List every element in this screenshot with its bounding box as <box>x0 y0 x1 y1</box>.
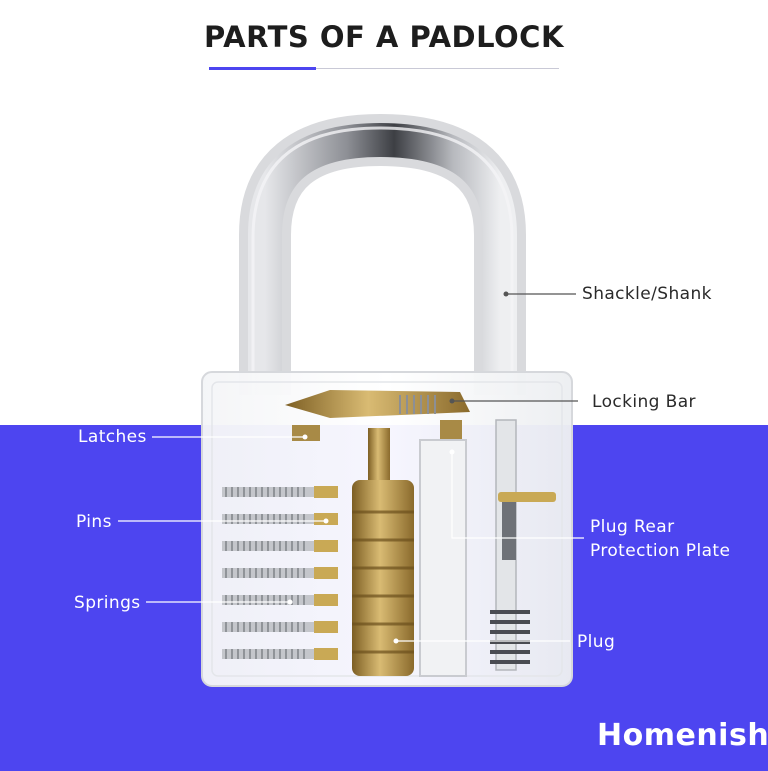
brand-logo: Homenish <box>597 718 768 753</box>
plug <box>352 428 414 676</box>
callout-lines <box>118 291 584 644</box>
label-locking-bar: Locking Bar <box>592 392 696 412</box>
side-mechanism <box>490 419 556 671</box>
page-title: PARTS OF A PADLOCK <box>204 20 564 54</box>
plug-rear-protection-plate <box>419 439 467 677</box>
pin-stacks <box>222 486 338 660</box>
locking-bar <box>285 390 470 418</box>
title-underline <box>209 68 559 69</box>
title-underline-accent <box>209 67 316 70</box>
spring-coils <box>225 487 305 659</box>
label-shackle: Shackle/Shank <box>582 284 712 304</box>
label-springs: Springs <box>74 593 141 613</box>
label-latches: Latches <box>78 427 147 447</box>
label-plug-rear-line1: Plug Rear <box>590 517 675 537</box>
label-plug: Plug <box>577 632 616 652</box>
callout-plug-rear <box>451 452 584 539</box>
label-pins: Pins <box>76 512 112 532</box>
shackle <box>239 113 526 395</box>
white-background <box>0 0 768 425</box>
label-plug-rear-line2: Protection Plate <box>590 541 731 561</box>
